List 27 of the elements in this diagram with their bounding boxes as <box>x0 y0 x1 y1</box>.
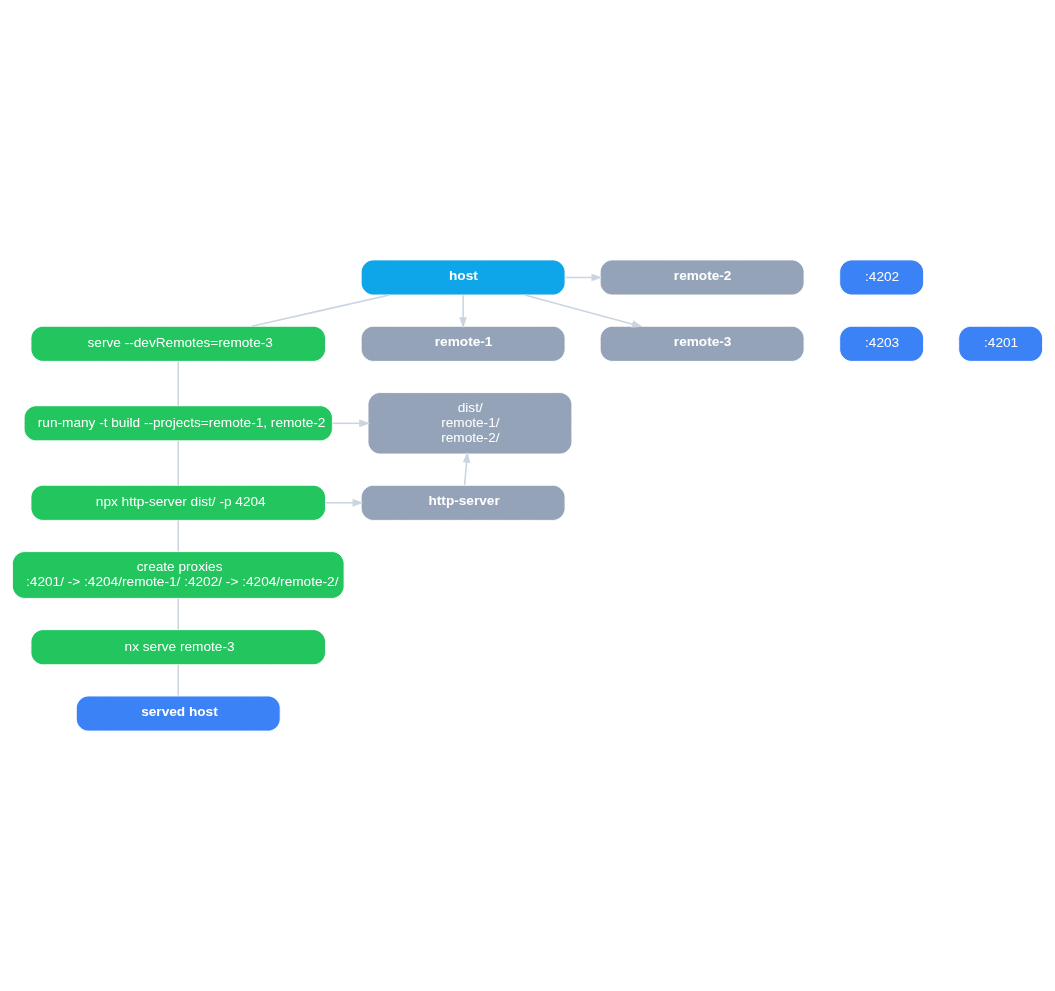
node-box: nx serve remote-3 <box>30 629 327 666</box>
node-box: npx http-server dist/ -p 4204 <box>30 484 327 521</box>
arrow <box>564 273 603 282</box>
node-box: remote-1 <box>360 325 566 362</box>
connector <box>250 294 391 327</box>
node-box: serve --devRemotes=remote-3 <box>30 325 327 362</box>
node-box: :4202 <box>839 259 925 296</box>
node-box: host <box>360 259 566 296</box>
node-box: remote-3 <box>599 325 805 362</box>
node-box: create proxies :4201/ -> :4204/remote-1/ :4202/ -> :4204/remote-2/ <box>11 551 345 599</box>
arrow <box>524 294 643 328</box>
node-box: remote-2 <box>599 259 805 296</box>
node-box: http-server <box>360 484 566 521</box>
node-box: :4203 <box>839 325 925 362</box>
arrow <box>462 451 471 486</box>
connector <box>177 597 180 630</box>
connector <box>177 440 180 486</box>
arrow <box>324 499 364 507</box>
arrow <box>459 294 467 329</box>
connector <box>177 519 180 553</box>
node-box: served host <box>75 695 281 732</box>
arrow <box>331 419 371 428</box>
node-box: dist/ remote-1/ remote-2/ <box>367 392 573 455</box>
node-box: :4201 <box>958 325 1044 362</box>
connector <box>177 360 180 407</box>
connector <box>177 664 180 697</box>
node-box: run-many -t build --projects=remote-1, remote-2 <box>23 405 333 442</box>
